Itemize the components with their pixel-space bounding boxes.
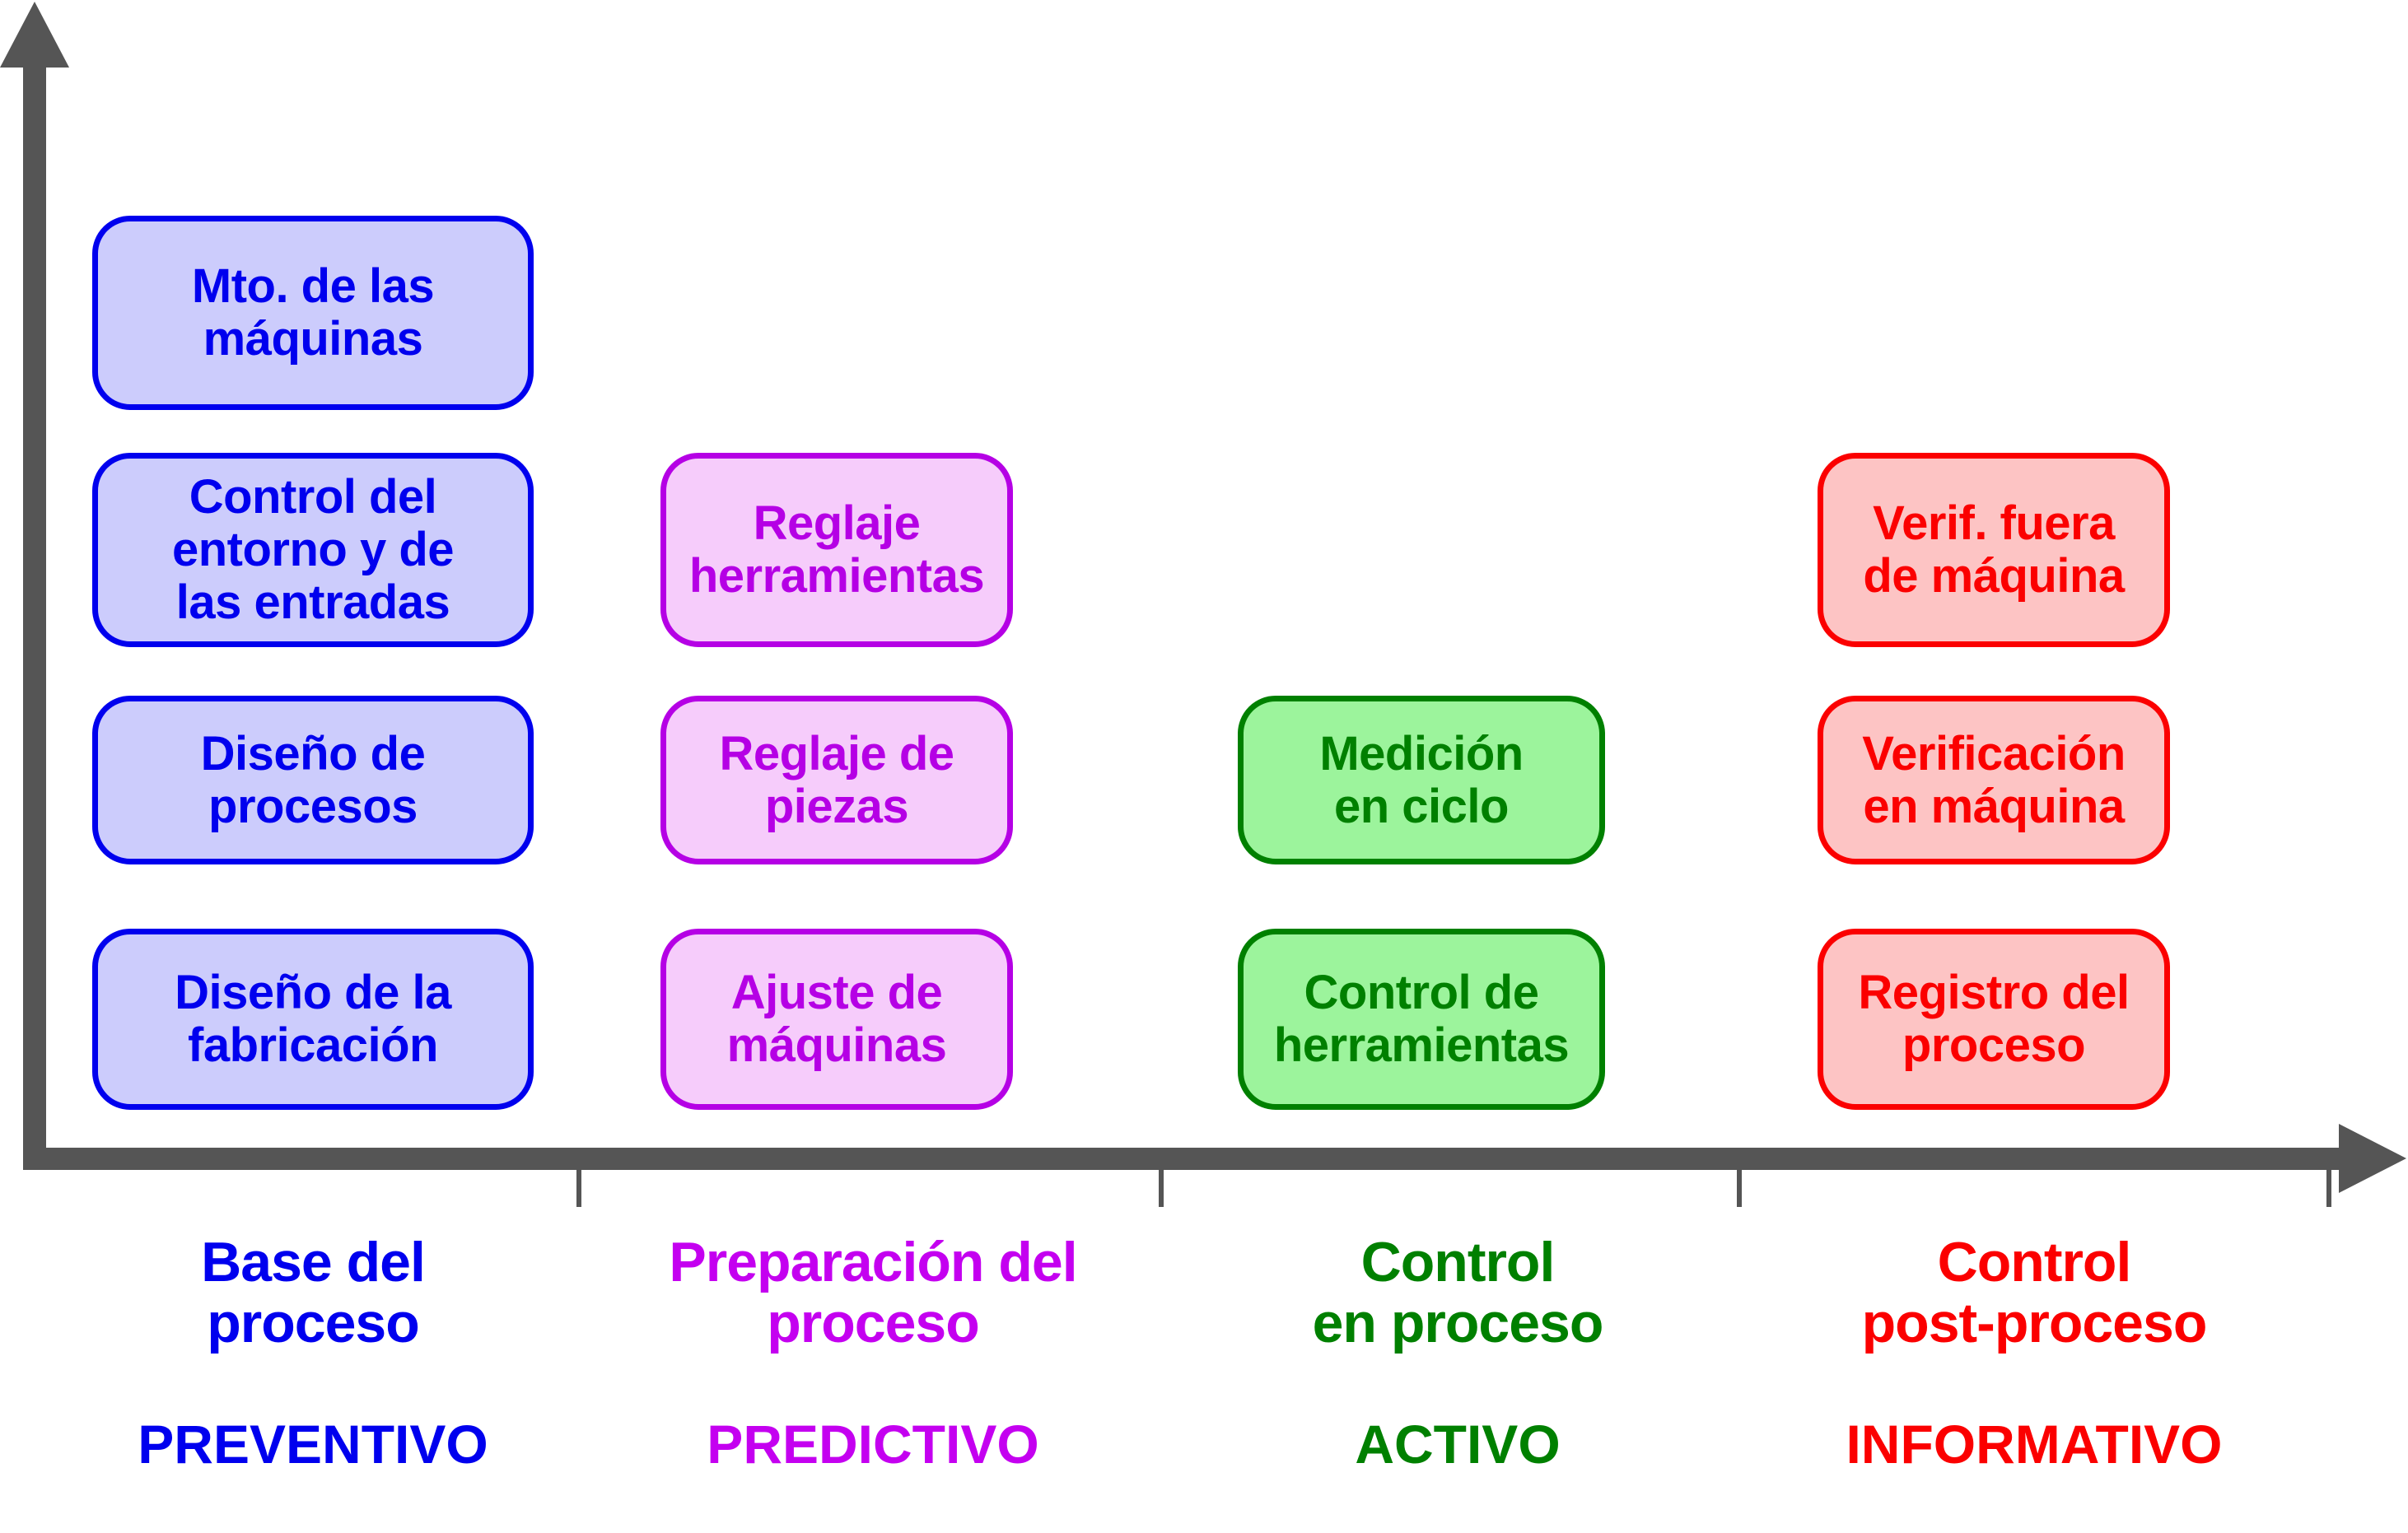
- axis-tick-3: [1737, 1169, 1742, 1207]
- horizontal-axis-arrow-icon: [2339, 1124, 2406, 1193]
- axis-tick-1: [576, 1169, 581, 1207]
- axis-tick-2: [1159, 1169, 1164, 1207]
- column-caption-informativo: Control post-proceso INFORMATIVO: [1771, 1218, 2298, 1489]
- stage-label-control-post-proceso: Control post-proceso: [1861, 1231, 2208, 1354]
- kind-label-predictivo: PREDICTIVO: [707, 1414, 1039, 1475]
- kind-label-activo: ACTIVO: [1355, 1414, 1561, 1475]
- box-verif-fuera-de-maquina[interactable]: Verif. fuera de máquina: [1818, 453, 2170, 647]
- vertical-axis-line: [23, 58, 46, 1169]
- box-diseno-de-la-fabricacion[interactable]: Diseño de la fabricación: [92, 929, 534, 1110]
- stage-label-preparacion-del-proceso: Preparación del proceso: [669, 1231, 1077, 1354]
- vertical-axis-arrow-icon: [0, 2, 69, 68]
- stage-label-control-en-proceso: Control en proceso: [1312, 1231, 1604, 1354]
- axis-tick-4: [2326, 1169, 2331, 1207]
- stage-label-base-del-proceso: Base del proceso: [201, 1231, 426, 1354]
- box-diseno-de-procesos[interactable]: Diseño de procesos: [92, 696, 534, 864]
- box-control-del-entorno-y-de-las-entradas[interactable]: Control del entorno y de las entradas: [92, 453, 534, 647]
- box-mto-de-las-maquinas[interactable]: Mto. de las máquinas: [92, 216, 534, 410]
- box-ajuste-de-maquinas[interactable]: Ajuste de máquinas: [660, 929, 1013, 1110]
- box-control-de-herramientas[interactable]: Control de herramientas: [1238, 929, 1605, 1110]
- box-reglaje-herramientas[interactable]: Reglaje herramientas: [660, 453, 1013, 647]
- box-verificacion-en-maquina[interactable]: Verificación en máquina: [1818, 696, 2170, 864]
- kind-label-informativo: INFORMATIVO: [1846, 1414, 2223, 1475]
- horizontal-axis-line: [23, 1148, 2354, 1170]
- column-caption-predictivo: Preparación del proceso PREDICTIVO: [609, 1218, 1136, 1489]
- box-registro-del-proceso[interactable]: Registro del proceso: [1818, 929, 2170, 1110]
- box-medicion-en-ciclo[interactable]: Medición en ciclo: [1238, 696, 1605, 864]
- box-reglaje-de-piezas[interactable]: Reglaje de piezas: [660, 696, 1013, 864]
- column-caption-activo: Control en proceso ACTIVO: [1211, 1218, 1705, 1489]
- column-caption-preventivo: Base del proceso PREVENTIVO: [49, 1218, 576, 1489]
- kind-label-preventivo: PREVENTIVO: [138, 1414, 488, 1475]
